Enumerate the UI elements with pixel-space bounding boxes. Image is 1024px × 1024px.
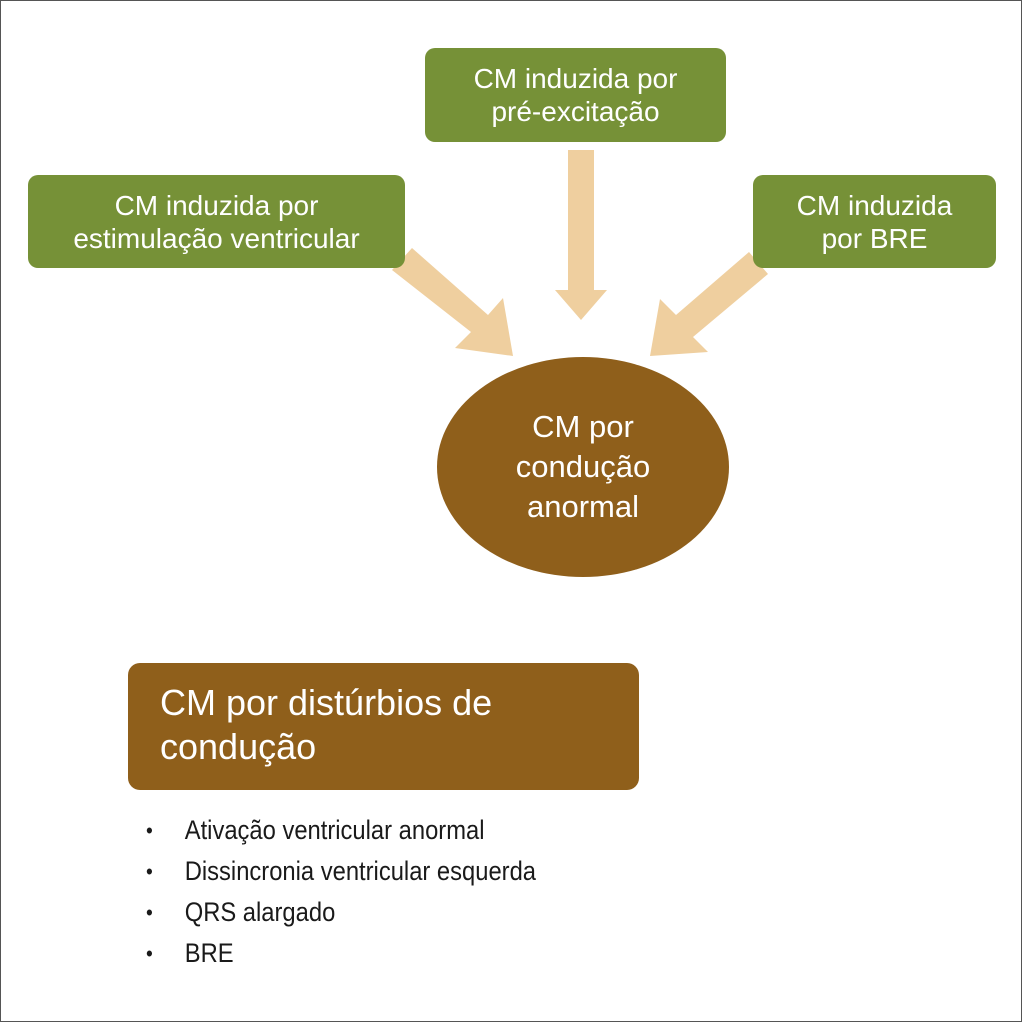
bullet-text: QRS alargado xyxy=(184,897,336,927)
summary-title-box: CM por distúrbios de condução xyxy=(128,663,639,790)
bullet-icon: • xyxy=(146,859,153,884)
center-ellipse: CM por condução anormal xyxy=(437,357,729,577)
source-box-ventricular-pacing: CM induzida por estimulação ventricular xyxy=(28,175,405,268)
center-text-line: CM por xyxy=(532,409,634,444)
box-text-line: por BRE xyxy=(821,222,928,254)
bullet-item: • QRS alargado xyxy=(146,892,536,933)
box-text-line: pré-excitação xyxy=(491,96,660,127)
center-text-line: anormal xyxy=(527,489,639,524)
bullet-text: BRE xyxy=(184,938,234,968)
bullet-text: Ativação ventricular anormal xyxy=(184,815,485,845)
source-box-lbbb: CM induzida por BRE xyxy=(753,175,996,268)
box-text-line: CM induzida xyxy=(796,189,953,221)
bullet-item: • Ativação ventricular anormal xyxy=(146,810,536,851)
bullet-list: • Ativação ventricular anormal • Dissinc… xyxy=(146,810,536,974)
bullet-icon: • xyxy=(146,900,153,925)
box-text-line: CM induzida por xyxy=(473,63,678,94)
bullet-icon: • xyxy=(146,941,153,966)
source-box-pre-excitation: CM induzida por pré-excitação xyxy=(425,48,726,142)
bullet-item: • BRE xyxy=(146,933,536,974)
box-text-line: estimulação ventricular xyxy=(73,222,360,254)
summary-title-line: condução xyxy=(160,726,317,767)
summary-title-line: CM por distúrbios de xyxy=(160,682,493,723)
bullet-item: • Dissincronia ventricular esquerda xyxy=(146,851,536,892)
bullet-text: Dissincronia ventricular esquerda xyxy=(184,856,537,886)
center-text-line: condução xyxy=(515,449,651,484)
bullet-icon: • xyxy=(146,818,153,843)
box-text-line: CM induzida por xyxy=(114,189,319,221)
